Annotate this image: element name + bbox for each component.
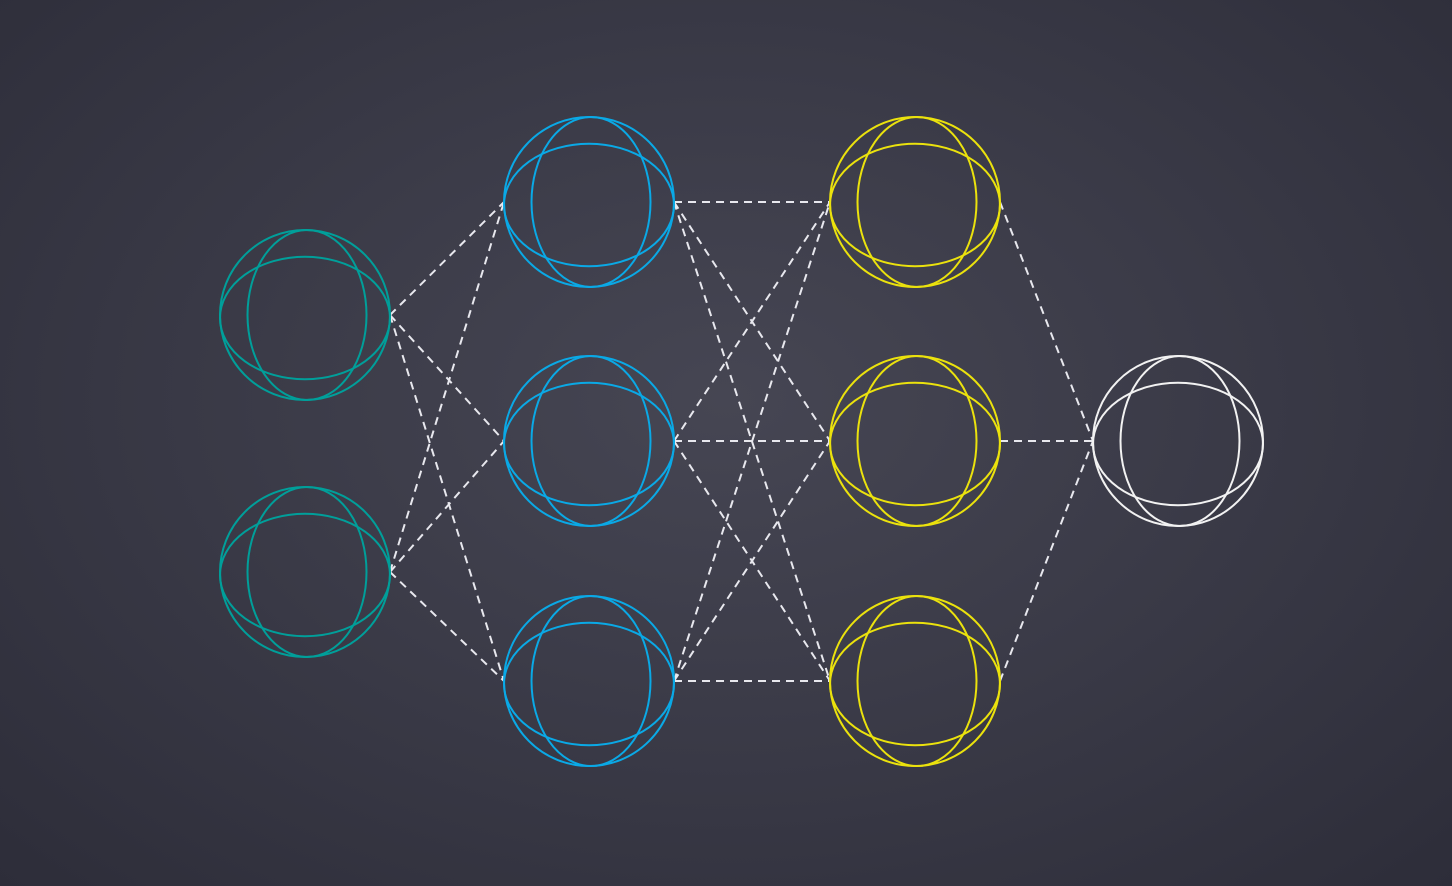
node-hidden-2-3 xyxy=(829,595,1001,767)
node-outer-ring xyxy=(829,595,1001,767)
node-latitude-ring xyxy=(829,621,1001,747)
node-latitude-ring xyxy=(1092,381,1264,507)
edges-group xyxy=(389,201,1094,682)
node-outer-ring xyxy=(829,355,1001,527)
node-outer-ring xyxy=(1092,355,1264,527)
node-latitude-ring xyxy=(503,142,675,268)
node-hidden-2-2 xyxy=(829,355,1001,527)
node-input-2 xyxy=(219,486,391,658)
node-latitude-ring xyxy=(829,381,1001,507)
node-longitude-ring xyxy=(1119,355,1241,527)
edge-input-2-to-hidden-1-2 xyxy=(389,440,505,573)
node-latitude-ring xyxy=(219,512,391,638)
edge-hidden-2-3-to-output-1 xyxy=(999,440,1094,682)
node-longitude-ring xyxy=(856,595,978,767)
node-longitude-ring xyxy=(246,486,368,658)
node-longitude-ring xyxy=(530,355,652,527)
edge-hidden-1-3-to-hidden-2-2 xyxy=(673,440,831,682)
nodes-group xyxy=(219,116,1264,767)
node-latitude-ring xyxy=(829,142,1001,268)
node-input-1 xyxy=(219,229,391,401)
edge-hidden-1-2-to-hidden-2-1 xyxy=(673,201,831,442)
node-outer-ring xyxy=(829,116,1001,288)
edge-input-2-to-hidden-1-1 xyxy=(389,201,505,573)
node-hidden-1-2 xyxy=(503,355,675,527)
edge-input-2-to-hidden-1-3 xyxy=(389,571,505,682)
node-hidden-1-1 xyxy=(503,116,675,288)
node-outer-ring xyxy=(219,229,391,401)
node-longitude-ring xyxy=(856,355,978,527)
edge-hidden-2-1-to-output-1 xyxy=(999,201,1094,442)
node-latitude-ring xyxy=(503,381,675,507)
node-longitude-ring xyxy=(246,229,368,401)
node-longitude-ring xyxy=(856,116,978,288)
node-longitude-ring xyxy=(530,595,652,767)
node-hidden-2-1 xyxy=(829,116,1001,288)
node-output-1 xyxy=(1092,355,1264,527)
node-longitude-ring xyxy=(530,116,652,288)
node-outer-ring xyxy=(219,486,391,658)
node-outer-ring xyxy=(503,595,675,767)
node-hidden-1-3 xyxy=(503,595,675,767)
edge-input-1-to-hidden-1-3 xyxy=(389,314,505,682)
edge-input-1-to-hidden-1-1 xyxy=(389,201,505,316)
node-latitude-ring xyxy=(219,255,391,381)
node-latitude-ring xyxy=(503,621,675,747)
edge-input-1-to-hidden-1-2 xyxy=(389,314,505,442)
node-outer-ring xyxy=(503,116,675,288)
node-outer-ring xyxy=(503,355,675,527)
